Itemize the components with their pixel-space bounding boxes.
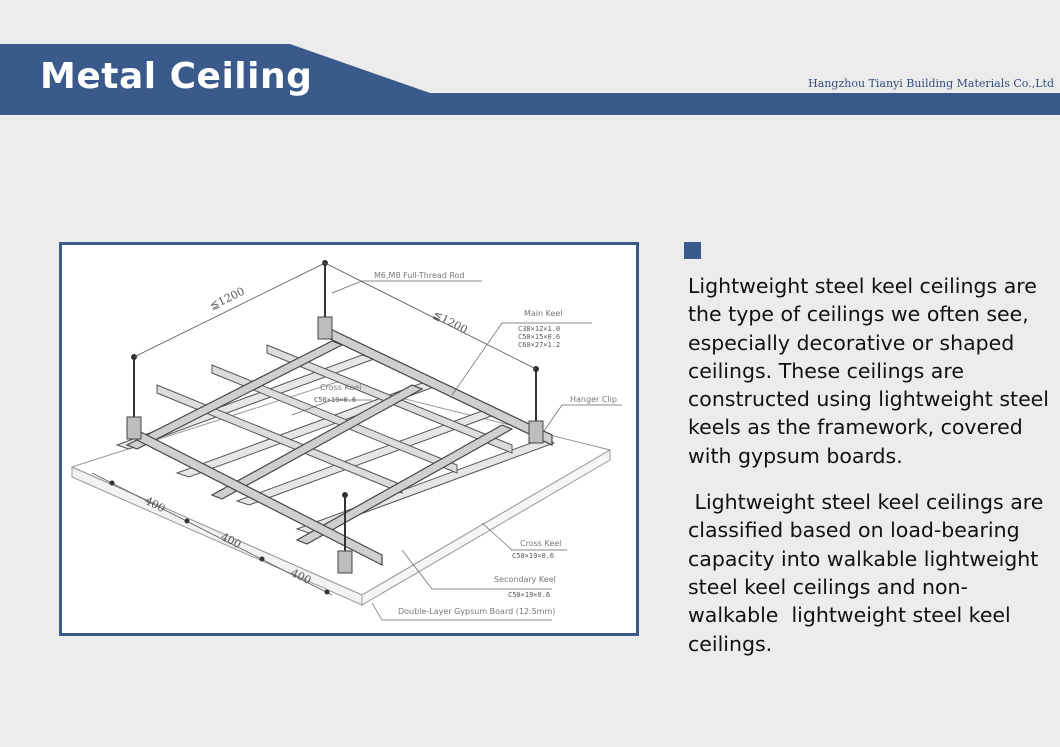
label-gypsum-board: Double-Layer Gypsum Board (12.5mm) [398,607,555,616]
label-cross-keel-top: Cross Keel [320,383,361,392]
spec-secondary-keel: C50×19×0.6 [508,591,550,599]
header-band [0,44,1060,115]
ceiling-diagram-svg: ≦1200 ≦1200 400 400 400 M6,M8 Full-Threa… [70,260,622,621]
company-name: Hangzhou Tianyi Building Materials Co.,L… [808,77,1054,90]
leader-lines [291,280,622,621]
bullet-square [684,242,701,259]
paragraph-2: Lightweight steel keel ceilings are clas… [688,490,1050,656]
spec-main-keel-3: C60×27×1.2 [518,341,560,349]
rod-anchors [131,260,539,498]
spec-main-keel-2: C50×15×0.6 [518,333,560,341]
label-hanger-clip: Hanger Clip [570,395,617,404]
spec-main-keel-1: C38×12×1.0 [518,325,560,333]
label-secondary-keel: Secondary Keel [494,575,556,584]
label-rod: M6,M8 Full-Thread Rod [374,271,465,280]
spec-cross-keel-right: C50×19×0.6 [512,552,554,560]
gypsum-board-side [361,449,611,606]
main-keels [125,324,553,566]
page-title: Metal Ceiling [40,56,313,97]
label-main-keel: Main Keel [524,309,563,318]
hanger-clips [126,316,544,574]
dim-top-left: ≦1200 [208,285,247,313]
dimension-lines [91,262,537,596]
dimension-dots [109,480,330,595]
description: Lightweight steel keel ceilings are the … [688,272,1058,658]
ceiling-diagram: ≦1200 ≦1200 400 400 400 M6,M8 Full-Threa… [59,242,639,636]
label-cross-keel-right: Cross Keel [520,539,561,548]
spec-cross-keel-top: C50×19×0.6 [314,396,356,404]
dim-top-right: ≦1200 [431,308,470,336]
paragraph-1: Lightweight steel keel ceilings are the … [688,274,1056,468]
